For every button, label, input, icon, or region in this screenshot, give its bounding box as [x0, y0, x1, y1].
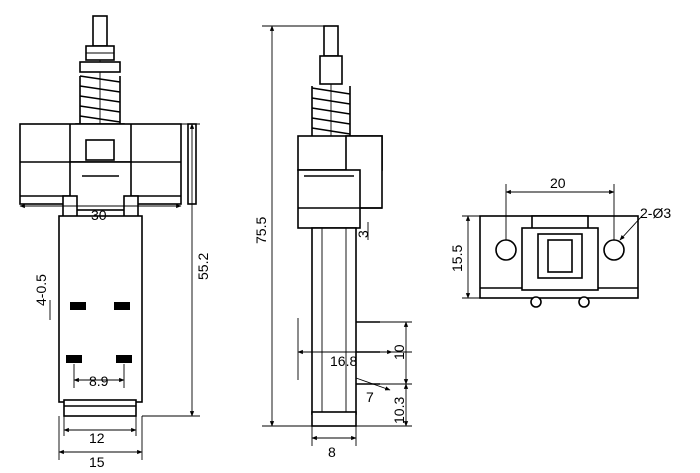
dim-4-0-5: 4-0.5	[33, 274, 49, 306]
dim-15: 15	[89, 454, 105, 470]
dim-8-9: 8.9	[89, 373, 109, 389]
dim-12: 12	[89, 430, 105, 446]
top-view	[479, 215, 639, 308]
top-dimensions: 20 15.5 2-Ø3	[449, 175, 671, 299]
dim-10: 10	[391, 344, 407, 360]
mount-hole-right	[603, 239, 625, 261]
dim-20: 20	[550, 175, 566, 191]
dim-55-2: 55.2	[195, 253, 211, 280]
dim-holes: 2-Ø3	[640, 205, 671, 221]
front-dimensions: 30 55.2 4-0.5 8.9 12 15	[19, 123, 211, 470]
dim-8: 8	[328, 444, 336, 460]
side-dimensions: 75.5 3 16.8 10 7 10.3 8	[253, 25, 412, 460]
dim-16-8: 16.8	[330, 353, 357, 369]
side-view	[297, 25, 383, 427]
mount-hole-left	[495, 239, 517, 261]
dim-30: 30	[91, 207, 107, 223]
dim-75-5: 75.5	[253, 217, 269, 244]
dim-7: 7	[366, 389, 374, 405]
dim-10-3: 10.3	[391, 397, 407, 424]
dim-3: 3	[355, 230, 371, 238]
dim-15-5: 15.5	[449, 245, 465, 272]
solder-pads	[66, 302, 132, 363]
front-view	[19, 15, 197, 417]
